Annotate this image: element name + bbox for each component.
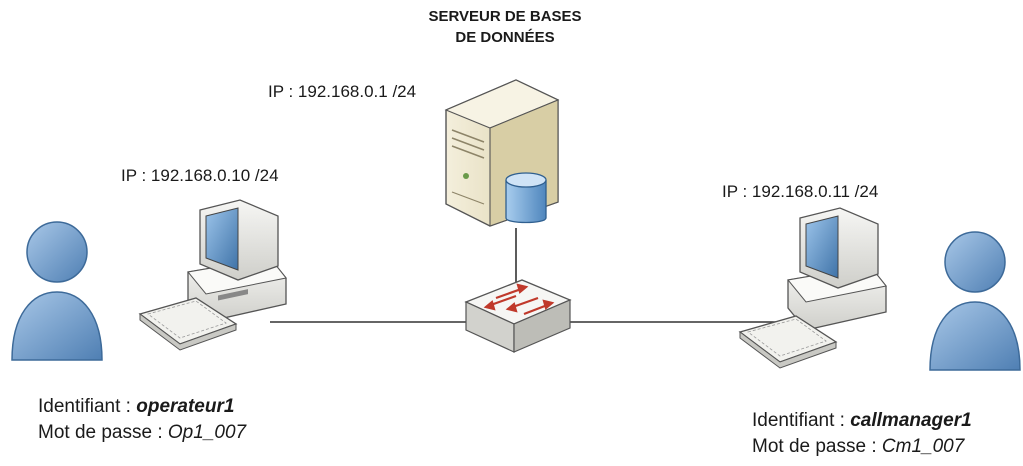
- password-value: Op1_007: [167, 422, 247, 443]
- right-identifier-row: Identifiant : callmanager1: [752, 408, 972, 434]
- password-label: Mot de passe :: [38, 422, 168, 443]
- left-password-row: Mot de passe : Op1_007: [38, 420, 246, 446]
- switch-icon: [464, 279, 572, 353]
- network-links: [270, 228, 790, 323]
- left-identifier-row: Identifiant : operateur1: [38, 394, 246, 420]
- keyboard-icon: [738, 315, 838, 369]
- identifier-value: operateur1: [136, 396, 235, 417]
- user-icon: [11, 221, 103, 361]
- password-label: Mot de passe :: [752, 436, 882, 457]
- right-credentials: Identifiant : callmanager1 Mot de passe …: [752, 408, 972, 460]
- right-password-row: Mot de passe : Cm1_007: [752, 434, 972, 460]
- server-ip-label: IP : 192.168.0.1 /24: [268, 82, 417, 101]
- left-pc-ip-label: IP : 192.168.0.10 /24: [121, 166, 279, 185]
- keyboard-icon: [138, 297, 238, 351]
- server-title: SERVEUR DE BASES DE DONNÉES: [380, 6, 630, 48]
- database-icon: [505, 172, 547, 224]
- computer-icon: [187, 199, 287, 323]
- password-value: Cm1_007: [881, 436, 965, 457]
- server-title-line2: DE DONNÉES: [455, 29, 555, 46]
- identifier-value: callmanager1: [850, 410, 972, 431]
- right-pc-ip-label: IP : 192.168.0.11 /24: [722, 182, 879, 201]
- computer-icon: [787, 207, 887, 331]
- user-icon: [929, 231, 1021, 371]
- identifier-label: Identifiant :: [752, 410, 851, 431]
- left-credentials: Identifiant : operateur1 Mot de passe : …: [38, 394, 246, 446]
- server-title-line1: SERVEUR DE BASES: [428, 8, 582, 25]
- identifier-label: Identifiant :: [38, 396, 137, 417]
